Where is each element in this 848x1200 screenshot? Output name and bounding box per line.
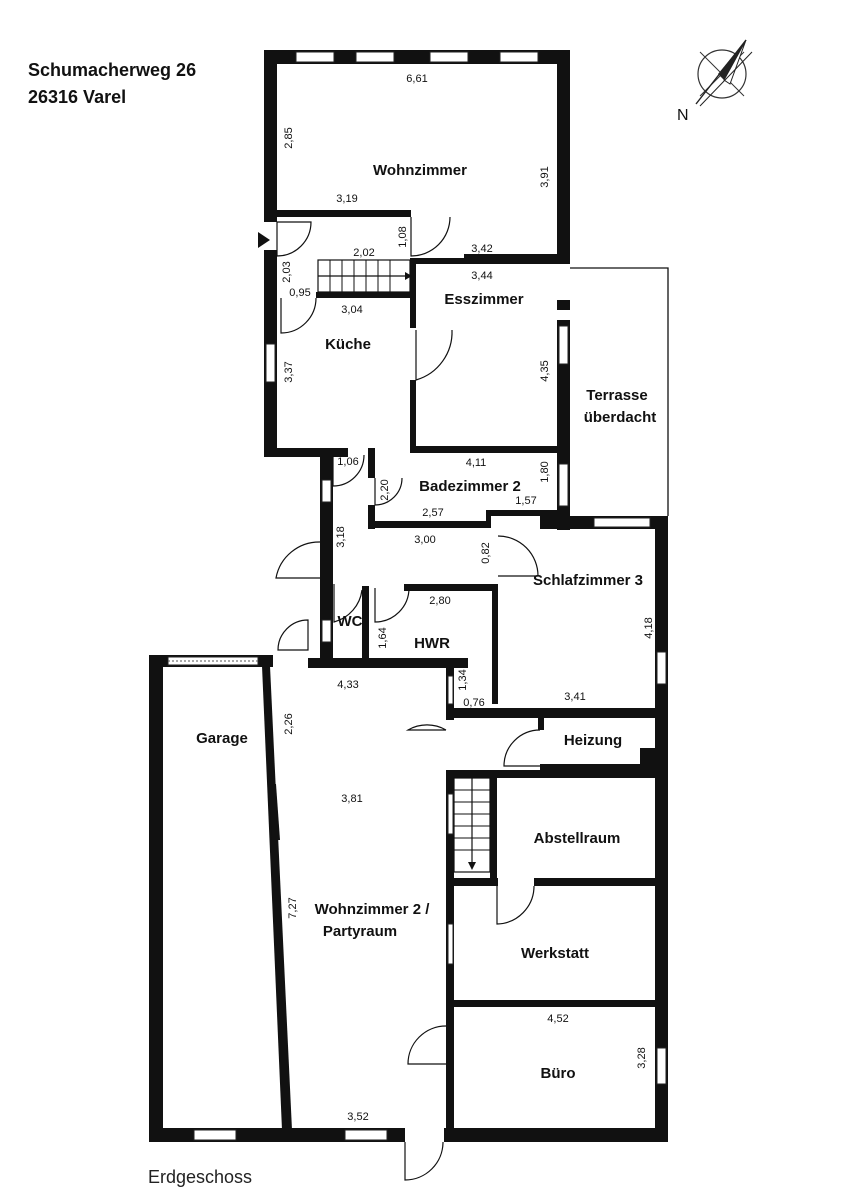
room-terrasse-1: Terrasse xyxy=(586,387,647,404)
room-labels: Wohnzimmer Esszimmer Küche Terrasse über… xyxy=(196,162,656,1082)
doors xyxy=(258,216,541,1181)
room-badezimmer: Badezimmer 2 xyxy=(419,478,521,495)
room-heizung: Heizung xyxy=(564,732,622,749)
room-werkstatt: Werkstatt xyxy=(521,945,589,962)
dim-label: 3,28 xyxy=(636,1047,648,1068)
room-schlafzimmer: Schlafzimmer 3 xyxy=(533,572,643,589)
room-esszimmer: Esszimmer xyxy=(444,291,523,308)
entrance-arrow-icon xyxy=(258,232,270,248)
dim-label: 3,18 xyxy=(335,526,347,547)
dim-label: 2,85 xyxy=(283,127,295,148)
room-hwr: HWR xyxy=(414,635,450,652)
room-wohnzimmer2-2: Partyraum xyxy=(323,923,397,940)
dim-label: 3,91 xyxy=(539,166,551,187)
dim-label: 7,27 xyxy=(287,897,299,918)
dim-label: 6,61 xyxy=(406,73,427,85)
dim-label: 3,42 xyxy=(471,243,492,255)
dim-label: 3,00 xyxy=(414,534,435,546)
windows xyxy=(167,51,667,1141)
dim-label: 0,95 xyxy=(289,287,310,299)
room-abstellraum: Abstellraum xyxy=(534,830,621,847)
dim-label: 2,20 xyxy=(379,479,391,500)
room-wohnzimmer2-1: Wohnzimmer 2 / xyxy=(315,901,431,918)
dim-label: 0,82 xyxy=(480,542,492,563)
dim-label: 1,57 xyxy=(515,495,536,507)
room-buero: Büro xyxy=(541,1065,576,1082)
dim-label: 3,19 xyxy=(336,193,357,205)
dimension-labels: 6,61 2,85 3,91 3,19 1,08 2,02 3,42 3,44 … xyxy=(281,73,655,1123)
dim-label: 3,37 xyxy=(283,361,295,382)
dim-label: 4,35 xyxy=(539,360,551,381)
dim-label: 1,08 xyxy=(397,226,409,247)
dim-label: 0,76 xyxy=(463,697,484,709)
dim-label: 1,80 xyxy=(539,461,551,482)
room-wohnzimmer: Wohnzimmer xyxy=(373,162,467,179)
dim-label: 4,11 xyxy=(466,457,487,469)
dim-label: 1,34 xyxy=(457,669,469,690)
dim-label: 1,06 xyxy=(337,456,358,468)
stairs-upper xyxy=(317,259,412,293)
stairs-lower xyxy=(453,777,491,873)
dim-label: 3,52 xyxy=(347,1111,368,1123)
dim-label: 3,41 xyxy=(564,691,585,703)
dim-label: 2,80 xyxy=(429,595,450,607)
dim-label: 2,57 xyxy=(422,507,443,519)
dim-label: 1,64 xyxy=(377,627,389,648)
terrace-outline xyxy=(570,267,669,516)
compass-icon: N xyxy=(677,39,753,124)
dim-label: 2,03 xyxy=(281,261,293,282)
dim-label: 4,18 xyxy=(643,617,655,638)
dim-label: 4,33 xyxy=(337,679,358,691)
dim-label: 2,02 xyxy=(353,247,374,259)
room-wc: WC xyxy=(338,613,363,630)
dim-label: 3,04 xyxy=(341,304,362,316)
compass-north-label: N xyxy=(677,107,689,124)
dim-label: 3,81 xyxy=(341,793,362,805)
address-city: 26316 Varel xyxy=(28,87,127,107)
dim-label: 2,26 xyxy=(283,713,295,734)
room-kueche: Küche xyxy=(325,336,371,353)
room-garage: Garage xyxy=(196,730,248,747)
room-terrasse-2: überdacht xyxy=(584,409,657,426)
address-street: Schumacherweg 26 xyxy=(28,60,197,80)
dim-label: 4,52 xyxy=(547,1013,568,1025)
dim-label: 3,44 xyxy=(471,270,492,282)
floor-caption: Erdgeschoss xyxy=(148,1167,253,1187)
